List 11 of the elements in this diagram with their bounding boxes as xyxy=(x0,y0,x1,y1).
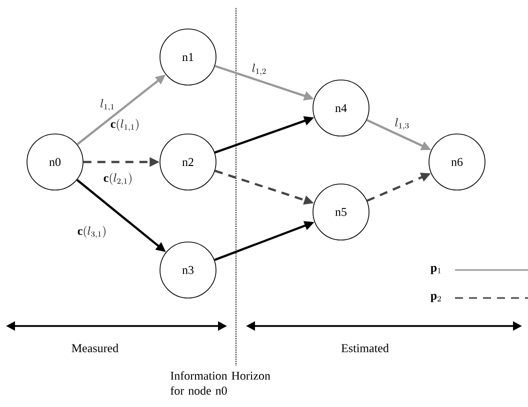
region-label: Measured xyxy=(72,344,118,352)
legend-label: $\mathbf{p}_1$ xyxy=(430,266,441,274)
region-label: Estimated xyxy=(341,344,389,352)
edge-label: $l_{1,2}$ xyxy=(252,64,266,76)
edge-label: $l_{1,1}$ xyxy=(100,99,114,111)
cost-label: $\mathbf{c}(l_{1,1})$ xyxy=(110,118,138,132)
edge-label: $l_{1,3}$ xyxy=(395,118,409,130)
cost-label: $\mathbf{c}(l_{3,1})$ xyxy=(78,226,106,238)
horizon-label: Information Horizon for node n0 xyxy=(170,371,270,395)
cost-label: $\mathbf{c}(l_{2,1})$ xyxy=(104,172,132,186)
legend-label: $\mathbf{p}_2$ xyxy=(430,294,441,302)
